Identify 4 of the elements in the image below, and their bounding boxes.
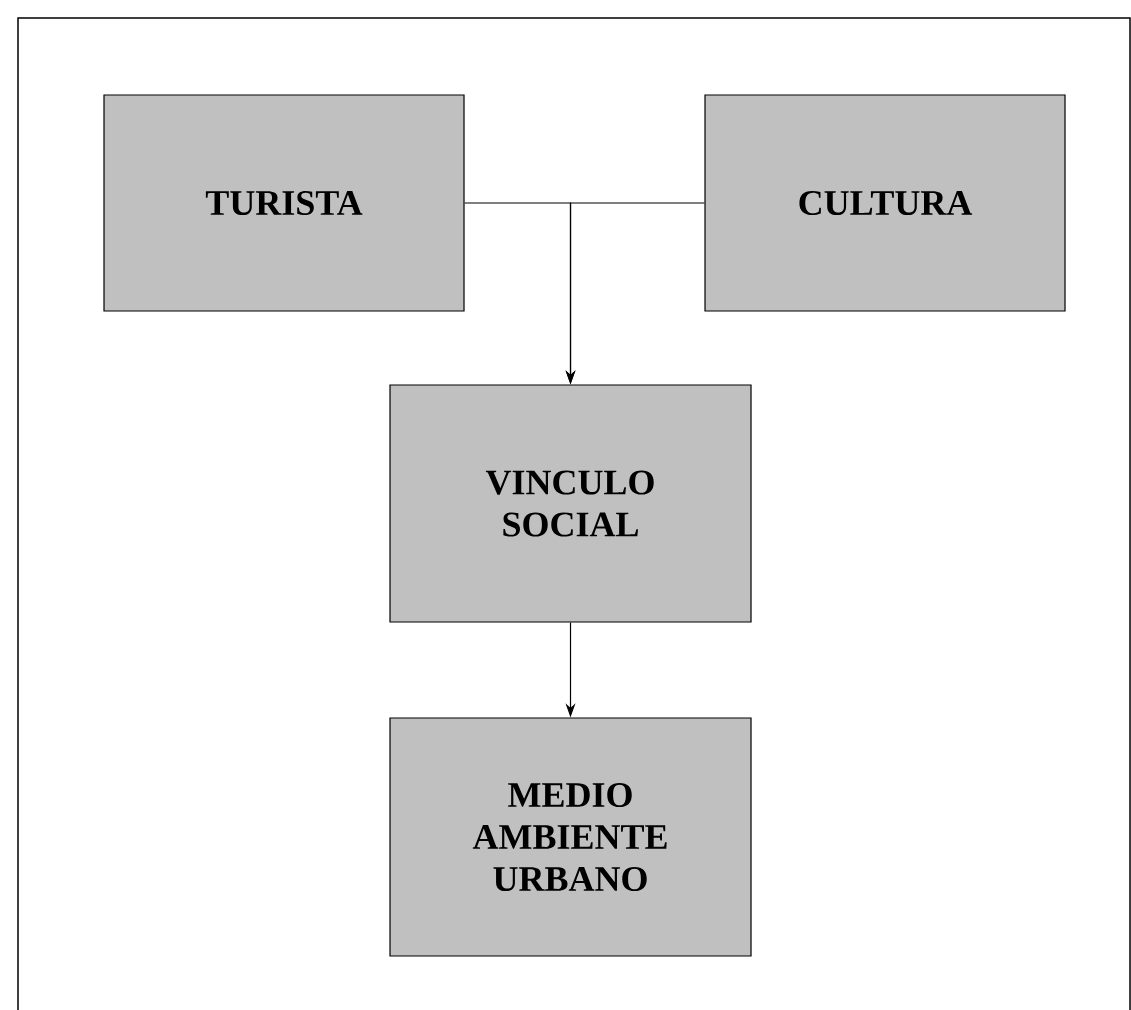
process-box: MEDIO AMBIENTE URBANO: [389, 717, 752, 957]
process-box: VINCULO SOCIAL: [389, 384, 752, 623]
process-box: TURISTA: [103, 94, 465, 312]
process-box: CULTURA: [704, 94, 1066, 312]
